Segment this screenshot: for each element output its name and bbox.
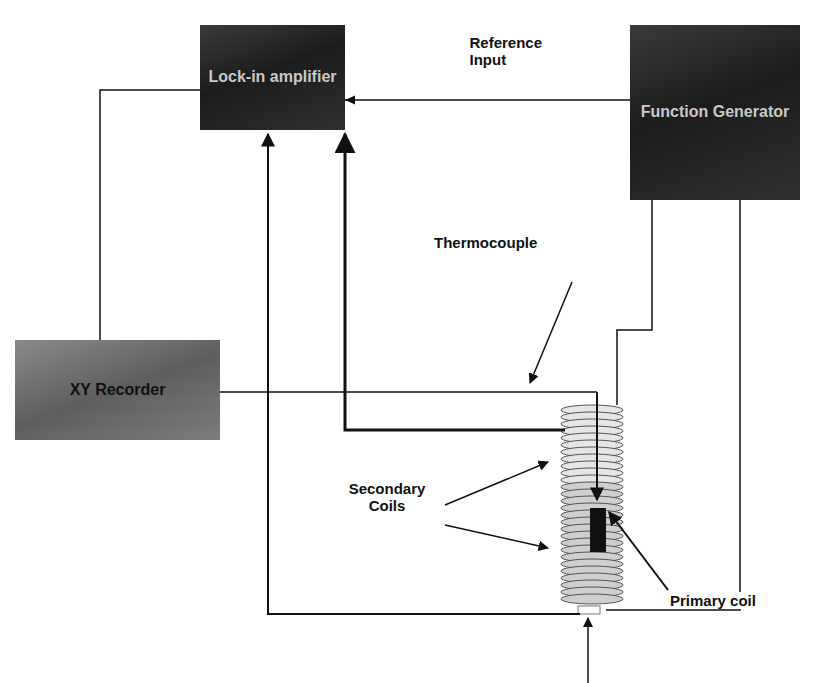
thermocouple-wire (596, 392, 598, 500)
leader-line (609, 512, 668, 590)
thermocouple-lead (220, 391, 597, 393)
box-label: XY Recorder (70, 381, 166, 399)
leader-line (445, 525, 548, 548)
recorder-box: XY Recorder (15, 340, 220, 440)
function-generator-box: Function Generator (630, 25, 800, 200)
coil-stack (561, 405, 623, 604)
part-label: Secondary Coils (330, 480, 444, 515)
connector (100, 90, 200, 340)
leader-line (530, 282, 572, 383)
edge-label: Reference Input (468, 34, 562, 69)
drive-wire (617, 200, 652, 405)
arrow-head (345, 96, 355, 105)
part-label: Primary coil (668, 592, 758, 609)
drive-wire (606, 200, 740, 610)
connector (345, 99, 630, 101)
lockin-amplifier-box: Lock-in amplifier (200, 25, 345, 130)
signal-wire (345, 134, 565, 430)
part-label: Thermocouple (432, 234, 539, 251)
axis-arrow (587, 618, 589, 683)
sample (590, 508, 606, 552)
box-label: Lock-in amplifier (208, 68, 336, 86)
coil-base (578, 606, 600, 614)
leader-line (445, 462, 548, 505)
box-label: Function Generator (641, 103, 789, 121)
signal-wire (268, 134, 580, 614)
